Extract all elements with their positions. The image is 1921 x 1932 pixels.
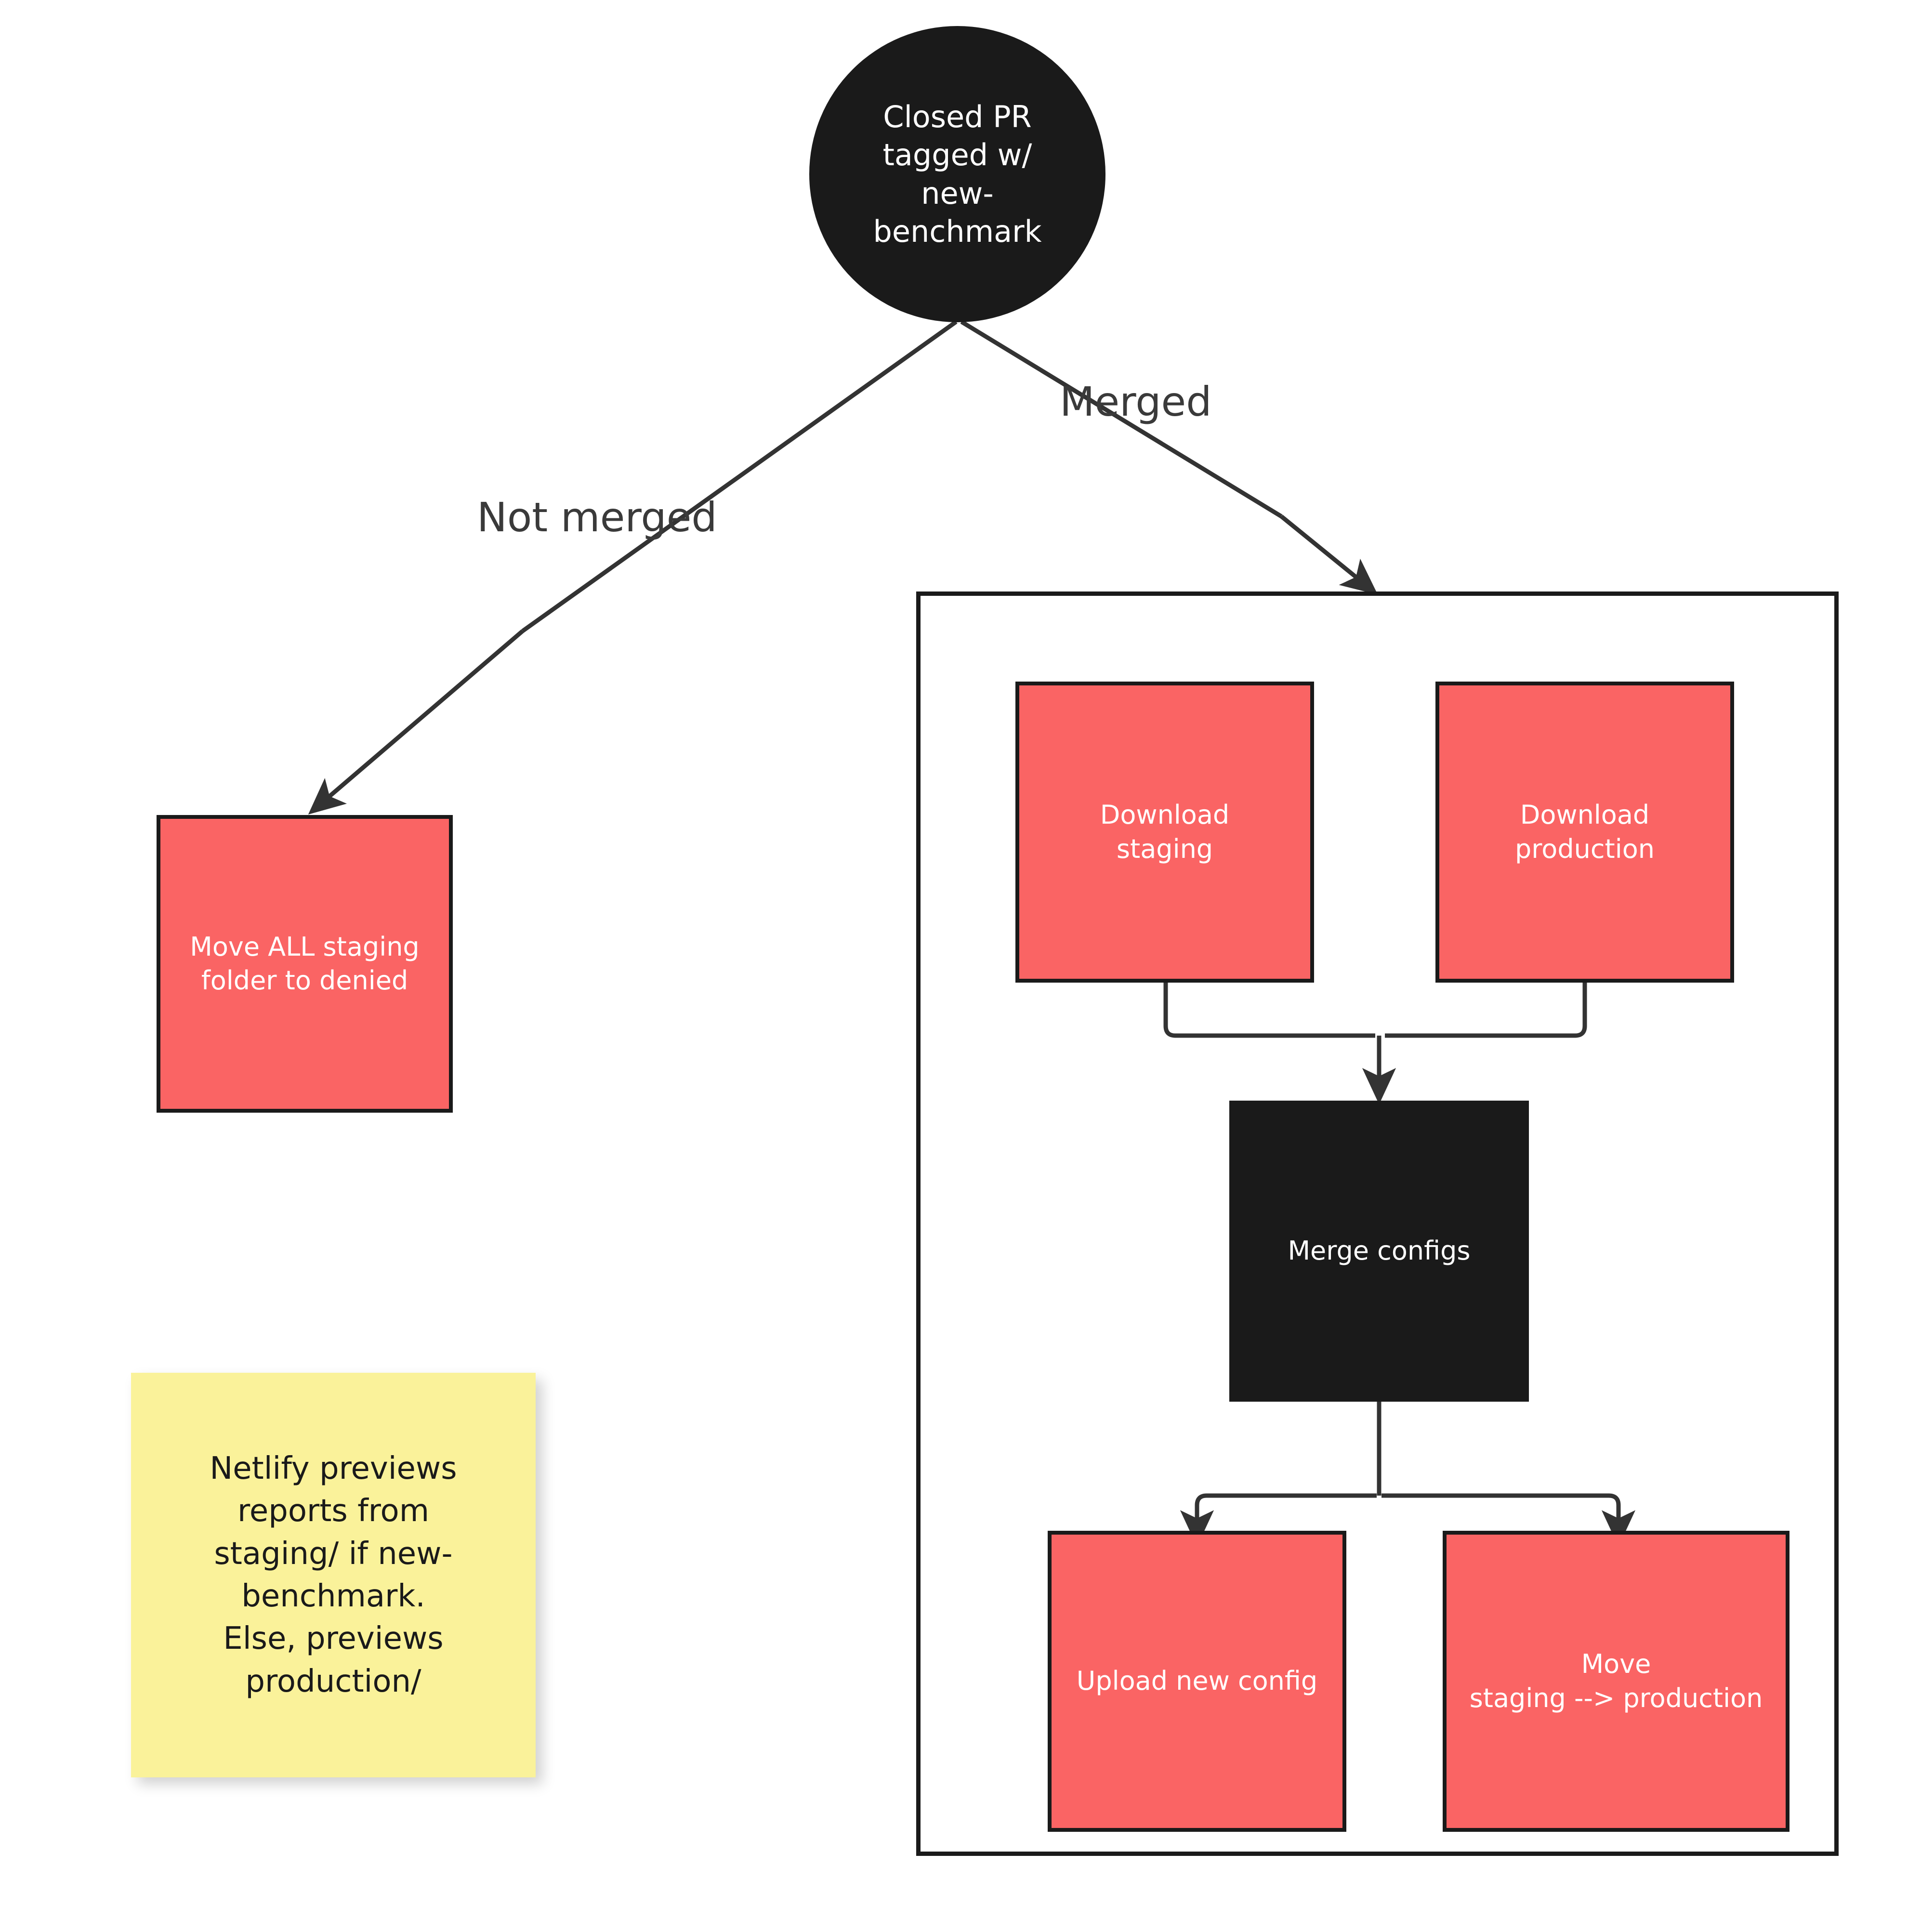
node-move-all-staging-to-denied-label: Move ALL staging folder to denied: [190, 931, 420, 996]
node-download-production[interactable]: Download production: [1435, 682, 1734, 983]
start-node-label: Closed PR tagged w/ new- benchmark: [873, 99, 1042, 249]
node-move-all-staging-to-denied[interactable]: Move ALL staging folder to denied: [157, 815, 453, 1113]
edge-label-merged: Merged: [1060, 378, 1212, 425]
edge-not-merged: [521, 320, 958, 633]
start-node-closed-pr[interactable]: Closed PR tagged w/ new- benchmark: [809, 26, 1105, 322]
edge-label-not-merged: Not merged: [477, 494, 717, 541]
sticky-note-netlify-previews[interactable]: Netlify previews reports from staging/ i…: [131, 1373, 536, 1777]
node-merge-configs[interactable]: Merge configs: [1229, 1101, 1529, 1402]
node-download-staging-label: Download staging: [1100, 800, 1230, 864]
edge-merged-arrow: [1280, 514, 1378, 595]
node-upload-new-config[interactable]: Upload new config: [1048, 1531, 1346, 1832]
edge-not-merged-arrow: [308, 629, 524, 815]
node-download-production-label: Download production: [1515, 800, 1655, 864]
node-move-staging-to-production[interactable]: Move staging --> production: [1443, 1531, 1789, 1832]
merged-workflow-group: [916, 591, 1839, 1856]
node-merge-configs-label: Merge configs: [1288, 1235, 1471, 1266]
node-upload-new-config-label: Upload new config: [1076, 1666, 1318, 1696]
sticky-note-label: Netlify previews reports from staging/ i…: [210, 1451, 457, 1699]
node-download-staging[interactable]: Download staging: [1015, 682, 1314, 983]
node-move-staging-to-production-label: Move staging --> production: [1469, 1649, 1763, 1713]
